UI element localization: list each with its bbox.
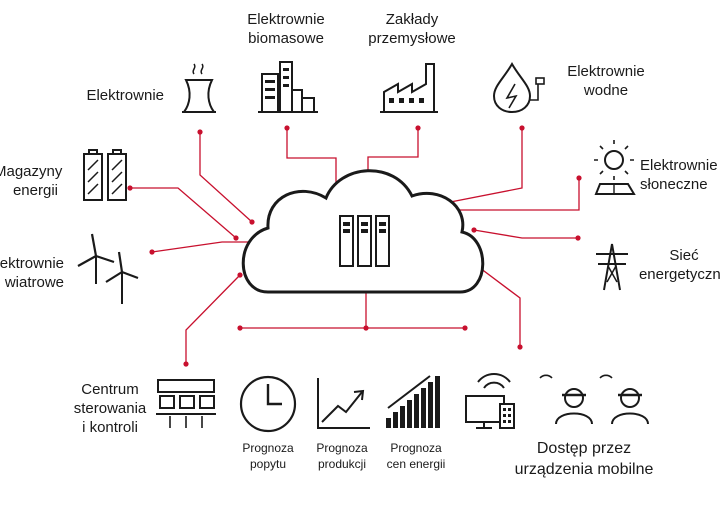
connector-lines — [130, 128, 580, 364]
label-centrum: Centrum sterowania i kontroli — [73, 381, 147, 436]
factory-icon — [380, 63, 438, 113]
power-plant-icon — [182, 63, 216, 113]
label-sloneczne: Elektrownie słoneczne — [640, 157, 718, 193]
mobile-devices-icon — [465, 373, 515, 429]
server-racks-icon — [339, 215, 390, 267]
connector-wiatrowe — [151, 241, 252, 253]
label-siec: Sieć energetyczna — [638, 247, 720, 283]
label-magazyny: Magazyny energii — [0, 163, 63, 199]
wind-turbine-icon — [77, 233, 139, 304]
battery-storage-icon — [83, 149, 127, 201]
connector-sloneczne — [432, 178, 580, 211]
label-wodne: Elektrownie wodne — [567, 63, 645, 99]
label-ceny: Prognoza cen energii — [386, 441, 446, 471]
label-biomasowe: Elektrownie biomasowe — [247, 11, 325, 47]
price-forecast-bars-icon — [386, 375, 440, 428]
connector-magazyny — [130, 187, 237, 239]
connector-biomasowe — [286, 128, 337, 186]
transmission-tower-icon — [596, 243, 628, 291]
label-popyt: Prognoza popytu — [242, 441, 294, 471]
label-produkcja: Prognoza produkcji — [316, 441, 368, 471]
label-wiatrowe: Elektrownie wiatrowe — [0, 255, 64, 291]
hydro-plant-icon — [492, 61, 545, 114]
connector-siec — [473, 229, 578, 239]
field-workers-icon — [539, 374, 649, 425]
connector-right-bottom — [471, 261, 521, 347]
connector-wodne — [429, 128, 523, 207]
label-zaklady: Zakłady przemysłowe — [368, 11, 456, 47]
production-forecast-chart-icon — [317, 378, 370, 429]
label-elektrownie: Elektrownie — [86, 87, 164, 104]
solar-panel-icon — [594, 140, 636, 195]
label-mobilne: Dostęp przez urządzenia mobilne — [514, 440, 654, 478]
biomass-plant-icon — [258, 61, 318, 113]
demand-forecast-clock-icon — [239, 375, 297, 433]
connector-zaklady — [367, 128, 419, 176]
connector-elektrownie — [199, 132, 253, 223]
connector-centrum — [185, 274, 241, 364]
control-center-icon — [156, 379, 216, 428]
